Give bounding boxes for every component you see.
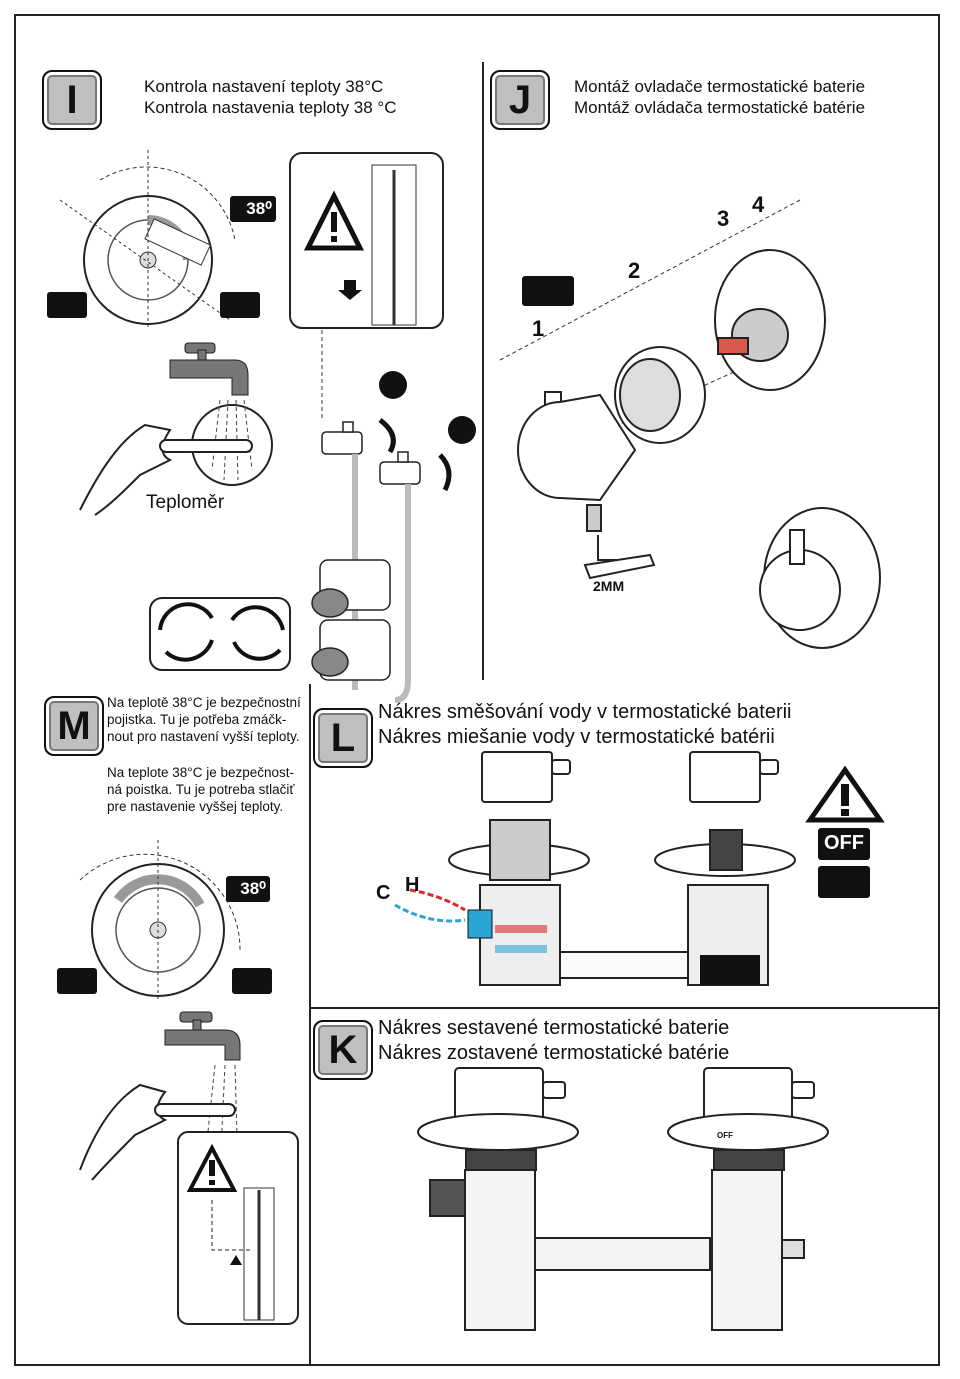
section-letter-m: M: [44, 696, 104, 756]
section-k-title: Nákres sestavené termostatické baterie N…: [378, 1016, 729, 1066]
sun-water-icon: [47, 292, 87, 318]
temperature-dial-icon: [59, 150, 236, 330]
title-cz: Nákres sestavené termostatické baterie: [378, 1017, 730, 1039]
step-4: 4: [752, 192, 765, 217]
section-letter-j: J: [490, 70, 550, 130]
hex-key-icon: [583, 504, 656, 580]
eco-water-icon: [220, 292, 260, 318]
off-badge: [818, 828, 870, 860]
temperature-dial-icon-m: [79, 840, 241, 1000]
note-line: Na teplotě 38°C je bezpečnostní: [107, 695, 301, 710]
note-line: ná poistka. Tu je potreba stlačiť: [107, 782, 295, 797]
section-j-title: Montáž ovladače termostatické baterie Mo…: [574, 76, 865, 118]
title-sk: Nákres miešanie vody v termostatické bat…: [378, 726, 775, 748]
section-i-title: Kontrola nastavení teploty 38°C Kontrola…: [144, 76, 397, 118]
title-sk: Nákres zostavené termostatické batérie: [378, 1042, 730, 1064]
tool-size-label: 2MM: [593, 578, 625, 594]
title-cz: Montáž ovladače termostatické baterie: [574, 77, 866, 96]
page-frame: [14, 14, 940, 1366]
note-line: pre nastavenie vyššej teploty.: [107, 799, 284, 814]
temp-badge: 38⁰: [230, 196, 276, 222]
note-line: nout pro nastavení vyšší teploty.: [107, 729, 300, 744]
step-2: 2: [628, 258, 641, 283]
section-m-note-cz: Na teplotě 38°C je bezpečnostní pojistka…: [107, 694, 301, 745]
tap-off-icon: [818, 866, 870, 898]
step-3: 3: [717, 206, 730, 231]
thermometer-icon: [522, 276, 574, 306]
note-line: pojistka. Tu je potřeba zmáčk-: [107, 712, 287, 727]
tap-icon: [169, 342, 249, 396]
section-letter-k: K: [313, 1020, 373, 1080]
title-cz: Nákres směšování vody v termostatické ba…: [378, 701, 792, 723]
tap-icon-m: [164, 1011, 241, 1061]
note-line: Na teplote 38°C je bezpečnost-: [107, 765, 295, 780]
hand-icon-m: [79, 1083, 236, 1181]
title-sk: Montáž ovládača termostatické batérie: [574, 98, 866, 117]
title-sk: Kontrola nastavenia teploty 38 °C: [144, 98, 397, 117]
eco-water-icon-m: [232, 968, 272, 994]
title-cz: Kontrola nastavení teploty 38°C: [144, 77, 384, 96]
rotate-cw-icon: [158, 602, 214, 662]
cold-label: C: [376, 882, 391, 904]
hand-icon: [79, 423, 253, 516]
temp-badge-m: 38⁰: [226, 876, 270, 902]
rotate-ccw-icon: [230, 605, 285, 661]
section-m-note-sk: Na teplote 38°C je bezpečnost- ná poistk…: [107, 764, 294, 815]
off-label-k: OFF: [717, 1131, 733, 1140]
hot-label: H: [405, 874, 420, 896]
step-1: 1: [532, 316, 545, 341]
thermometer-label: Teploměr: [146, 492, 225, 513]
off-label: OFF: [824, 832, 864, 854]
section-letter-i: I: [42, 70, 102, 130]
section-l-title: Nákres směšování vody v termostatické ba…: [378, 700, 792, 750]
sun-water-icon-m: [57, 968, 97, 994]
section-letter-l: L: [313, 708, 373, 768]
